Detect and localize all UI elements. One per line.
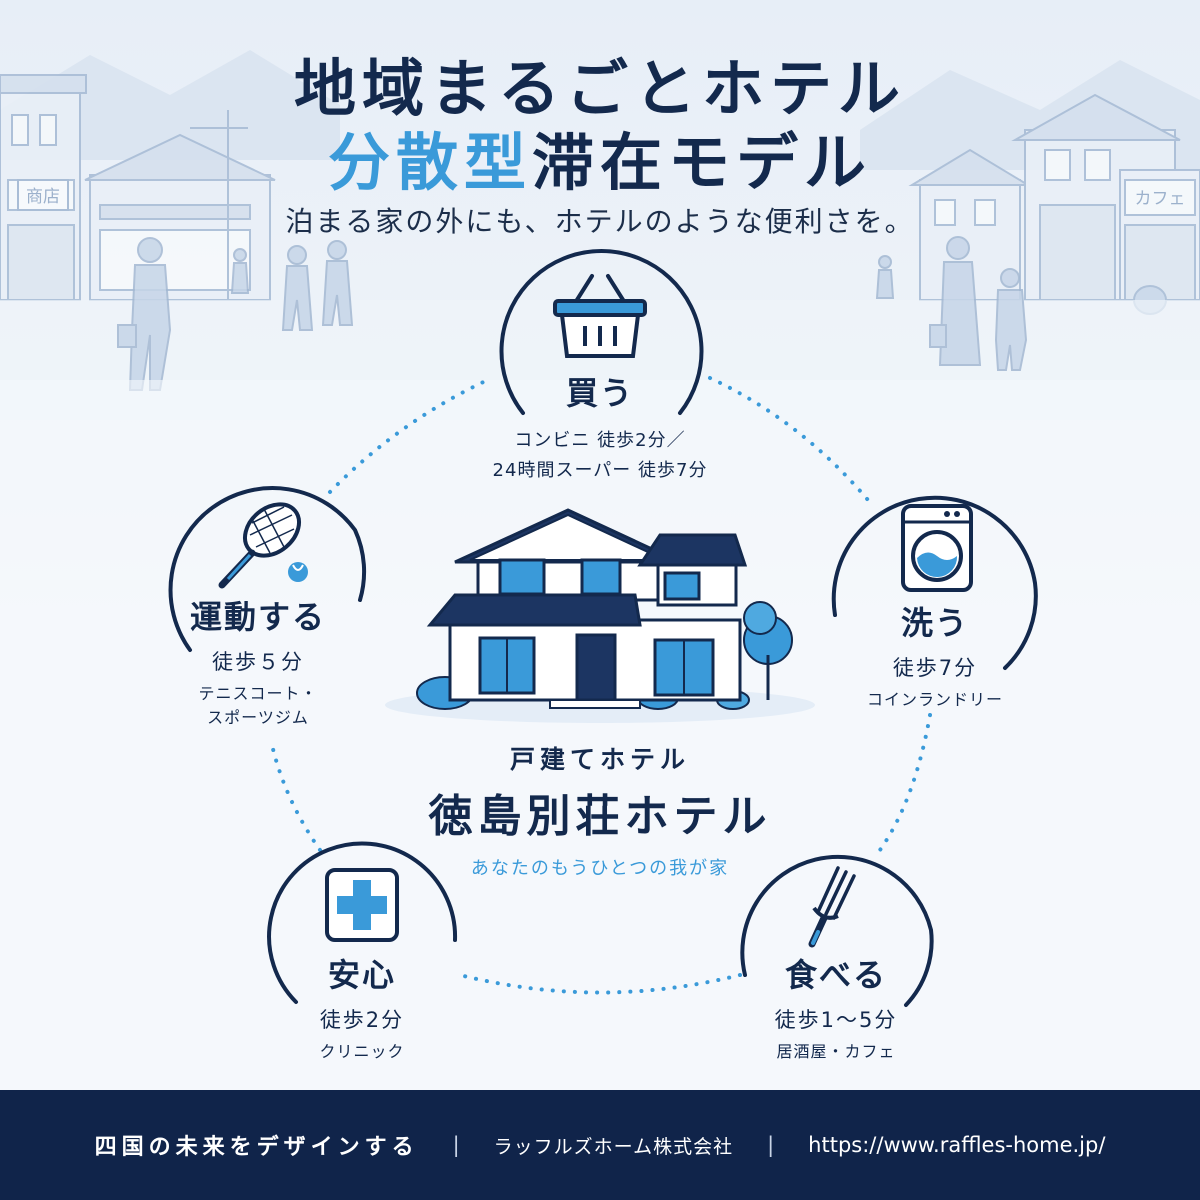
footer-separator: | xyxy=(767,1133,775,1157)
connector-safe-sport xyxy=(270,743,322,852)
node-wash-walk: 徒歩7分 xyxy=(892,656,978,680)
node-eat: 食べる 徒歩1〜5分 居酒屋・カフェ xyxy=(736,950,936,1064)
node-buy: 買う コンビニ 徒歩2分／ 24時間スーパー 徒歩7分 xyxy=(450,368,750,486)
arc-sport xyxy=(168,486,367,652)
node-buy-detail-line2: 24時間スーパー 徒歩7分 xyxy=(492,460,708,481)
node-buy-detail-line1: コンビニ 徒歩2分／ xyxy=(514,430,686,451)
fork-icon xyxy=(808,866,856,948)
connector-eat-safe xyxy=(458,973,742,995)
title-rest: 滞在モデル xyxy=(532,126,873,199)
node-safe: 安心 徒歩2分 クリニック xyxy=(262,950,462,1064)
sign-left: 商店 xyxy=(17,179,69,211)
node-sport-title: 運動する xyxy=(189,598,326,636)
pedestrians xyxy=(117,236,1028,391)
shopping-basket-icon xyxy=(553,274,647,358)
shop-sign-right: カフェ xyxy=(1135,189,1186,209)
connector-sport-buy xyxy=(328,376,494,494)
footer-separator: | xyxy=(452,1133,460,1157)
dotted-connectors xyxy=(270,376,932,995)
node-eat-walk: 徒歩1〜5分 xyxy=(774,1008,898,1032)
hotel-name: 徳島別荘ホテル xyxy=(428,791,772,842)
center-subtitle: 戸建てホテル xyxy=(509,745,690,774)
node-wash-detail: コインランドリー xyxy=(866,690,1003,709)
hotel-tagline: あなたのもうひとつの我が家 xyxy=(470,858,730,879)
title-accent: 分散型 xyxy=(327,126,532,199)
sign-right: カフェ xyxy=(1135,189,1186,209)
node-wash-title: 洗う xyxy=(900,604,969,642)
node-safe-title: 安心 xyxy=(327,956,396,994)
footer-company: ラッフルズホーム株式会社 xyxy=(493,1135,734,1158)
arc-safe xyxy=(267,841,458,1004)
connector-buy-wash xyxy=(708,376,870,502)
node-sport-detail-line2: スポーツジム xyxy=(207,708,309,727)
house-illustration xyxy=(385,508,815,723)
center-hotel-label: 戸建てホテル 徳島別荘ホテル あなたのもうひとつの我が家 xyxy=(380,740,820,880)
page-subtitle: 泊まる家の外にも、ホテルのような便利さを。 xyxy=(285,205,915,238)
node-sport-walk: 徒歩５分 xyxy=(212,650,304,674)
footer-bar: 四国の未来をデザインする | ラッフルズホーム株式会社 | https://ww… xyxy=(0,1090,1200,1200)
arc-eat xyxy=(740,854,934,1007)
node-wash: 洗う 徒歩7分 コインランドリー xyxy=(835,598,1035,712)
connector-wash-eat xyxy=(878,713,932,852)
footer-url-link[interactable]: https://www.raffles-home.jp/ xyxy=(808,1133,1106,1157)
shop-sign-left: 商店 xyxy=(26,187,60,207)
node-sport-detail: テニスコート・ スポーツジム xyxy=(158,682,358,730)
street-scene-background: 商店 カフェ xyxy=(0,0,1200,1090)
tennis-racket-icon xyxy=(218,502,308,589)
node-sport-detail-line1: テニスコート・ xyxy=(198,684,318,703)
node-safe-walk: 徒歩2分 xyxy=(319,1008,405,1032)
arc-wash xyxy=(831,495,1038,670)
node-buy-detail: コンビニ 徒歩2分／ 24時間スーパー 徒歩7分 xyxy=(450,426,750,486)
node-buy-title: 買う xyxy=(565,374,634,412)
page-title-line2: 分散型滞在モデル xyxy=(0,112,1200,202)
service-ring-diagram xyxy=(168,249,1038,1007)
node-eat-detail: 居酒屋・カフェ xyxy=(776,1042,896,1061)
arc-buy xyxy=(499,249,704,415)
node-eat-title: 食べる xyxy=(784,956,887,994)
footer-slogan: 四国の未来をデザインする xyxy=(94,1135,419,1160)
node-safe-detail: クリニック xyxy=(319,1042,405,1061)
medical-cross-icon xyxy=(325,868,399,942)
node-sport: 運動する 徒歩５分 テニスコート・ スポーツジム xyxy=(158,592,358,730)
page-title-line1: 地域まるごとホテル xyxy=(293,52,906,125)
washing-machine-icon xyxy=(901,504,973,592)
